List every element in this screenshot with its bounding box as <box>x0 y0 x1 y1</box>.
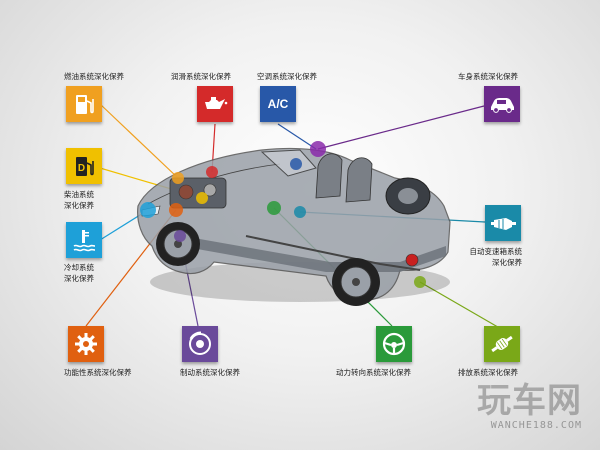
ac-connector <box>277 123 317 150</box>
steering-tile[interactable] <box>376 326 412 362</box>
oil-can-icon <box>205 97 228 109</box>
fuel-label: 燃油系统深化保养 <box>64 72 124 81</box>
lube-label: 润滑系统深化保养 <box>171 72 231 81</box>
car-body <box>137 147 451 301</box>
car-body-icon <box>491 98 514 113</box>
brake-tile[interactable] <box>182 326 218 362</box>
body-connector <box>317 105 485 150</box>
catalyst-icon <box>491 335 513 353</box>
diesel-pump-icon: D <box>76 157 94 176</box>
ac-text-icon: A/C <box>267 97 289 111</box>
ac-label: 空调系统深化保养 <box>257 72 317 81</box>
transmission-tile[interactable] <box>485 205 521 241</box>
fuel-pump-icon <box>76 95 94 114</box>
steering-wheel-icon <box>382 332 406 356</box>
lube-tile[interactable] <box>197 86 233 122</box>
brake-label: 制动系统深化保养 <box>180 368 240 377</box>
body-label: 车身系统深化保养 <box>458 72 518 81</box>
fuel-tile[interactable] <box>66 86 102 122</box>
ac-tile[interactable]: A/C <box>260 86 296 122</box>
brake-disc-icon <box>189 331 211 355</box>
function-label: 功能性系统深化保养 <box>64 368 132 377</box>
body-tile[interactable] <box>484 86 520 122</box>
watermark-brand: 玩车网 <box>477 381 582 421</box>
fuel-connector <box>99 103 179 179</box>
cooling-label-line2: 深化保养 <box>64 274 94 283</box>
gear-icon <box>75 333 97 355</box>
diesel-label-line1: 柴油系统 <box>64 190 94 199</box>
svg-text:D: D <box>78 163 85 174</box>
diesel-label-line2: 深化保养 <box>64 201 94 210</box>
exhaust-connector <box>419 281 504 331</box>
cooling-label-line1: 冷却系统 <box>64 263 94 272</box>
coolant-icon <box>73 230 96 252</box>
component-markers <box>140 141 426 288</box>
cooling-label: 冷却系统 深化保养 <box>64 262 114 284</box>
steering-label: 动力转向系统深化保养 <box>336 368 411 377</box>
gearbox-icon <box>491 218 516 230</box>
exhaust-label: 排放系统深化保养 <box>458 368 518 377</box>
transmission-label: 自动变速箱系统 深化保养 <box>462 246 523 268</box>
diesel-label: 柴油系统 深化保养 <box>64 189 114 211</box>
exhaust-tile[interactable] <box>484 326 520 362</box>
watermark: 玩车网 WANCHE188.COM <box>477 382 582 432</box>
rear-wheel <box>332 258 380 306</box>
front-wheel <box>156 222 200 266</box>
function-tile[interactable] <box>68 326 104 362</box>
transmission-label-line1: 自动变速箱系统 <box>469 247 523 256</box>
watermark-url: WANCHE188.COM <box>490 420 582 431</box>
diesel-tile[interactable]: D <box>66 148 102 184</box>
transmission-label-line2: 深化保养 <box>492 258 522 267</box>
cooling-tile[interactable] <box>66 222 102 258</box>
